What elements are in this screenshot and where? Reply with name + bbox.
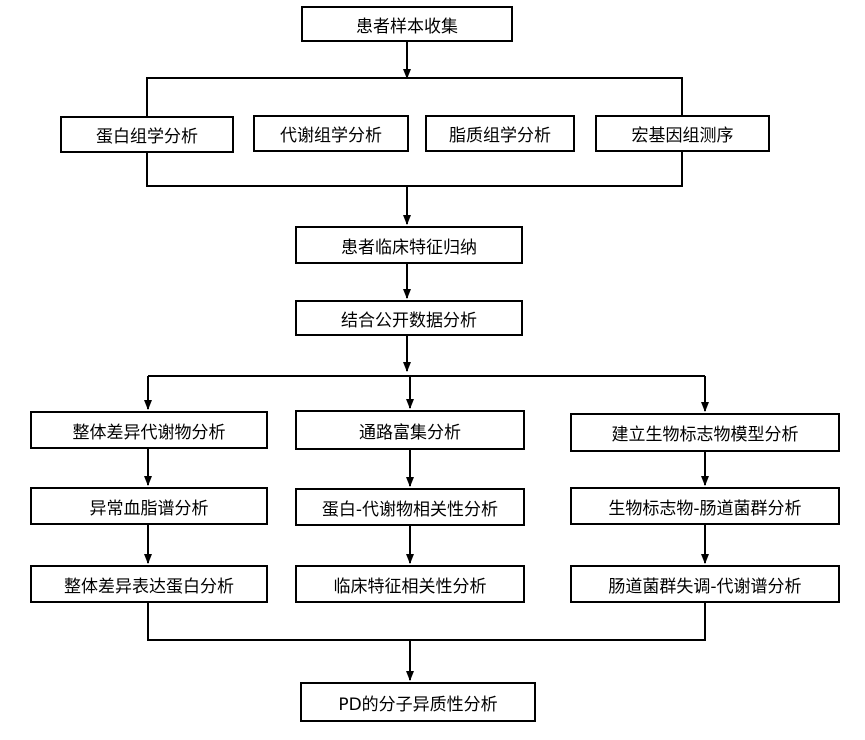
node-dysbiosis-metabolism: 肠道菌群失调-代谢谱分析 — [570, 565, 840, 603]
node-abnormal-lipids: 异常血脂谱分析 — [30, 487, 268, 525]
node-diff-proteins: 整体差异表达蛋白分析 — [30, 565, 268, 603]
node-public-data: 结合公开数据分析 — [295, 300, 523, 336]
node-sample-collection: 患者样本收集 — [301, 6, 513, 42]
merge-bracket — [147, 603, 706, 641]
node-proteomics: 蛋白组学分析 — [60, 116, 234, 153]
node-label: 通路富集分析 — [359, 422, 461, 443]
node-label: 患者临床特征归纳 — [341, 237, 477, 258]
node-diff-metabolites: 整体差异代谢物分析 — [30, 411, 268, 449]
node-label: 脂质组学分析 — [449, 126, 551, 146]
node-label: 肠道菌群失调-代谢谱分析 — [608, 576, 802, 597]
node-biomarker-model: 建立生物标志物模型分析 — [570, 413, 840, 452]
node-label: 代谢组学分析 — [280, 126, 382, 146]
node-label: 整体差异代谢物分析 — [72, 422, 226, 443]
node-lipidomics: 脂质组学分析 — [425, 115, 575, 152]
node-label: 整体差异表达蛋白分析 — [64, 576, 234, 597]
node-label: 蛋白-代谢物相关性分析 — [321, 499, 499, 520]
node-protein-metabolite: 蛋白-代谢物相关性分析 — [295, 488, 525, 526]
omics-bottom-bracket — [146, 150, 683, 187]
node-biomarker-microbiota: 生物标志物-肠道菌群分析 — [570, 487, 840, 525]
node-label: 生物标志物-肠道菌群分析 — [608, 498, 802, 519]
node-label: 蛋白组学分析 — [96, 127, 198, 147]
node-pathway-enrichment: 通路富集分析 — [295, 410, 525, 450]
omics-top-bracket — [146, 77, 683, 118]
node-metabolomics: 代谢组学分析 — [253, 115, 409, 152]
node-label: 患者样本收集 — [356, 16, 458, 37]
node-pd-heterogeneity: PD的分子异质性分析 — [300, 682, 536, 722]
node-label: 建立生物标志物模型分析 — [611, 425, 799, 445]
node-label: 临床特征相关性分析 — [333, 576, 487, 597]
node-label: 宏基因组测序 — [631, 126, 734, 146]
node-clinical-correlation: 临床特征相关性分析 — [295, 565, 525, 603]
node-clinical-summary: 患者临床特征归纳 — [295, 226, 523, 264]
node-label: 结合公开数据分析 — [341, 310, 477, 331]
node-label: 异常血脂谱分析 — [89, 498, 209, 519]
node-metagenomics: 宏基因组测序 — [595, 115, 770, 152]
node-label: PD的分子异质性分析 — [338, 694, 498, 715]
